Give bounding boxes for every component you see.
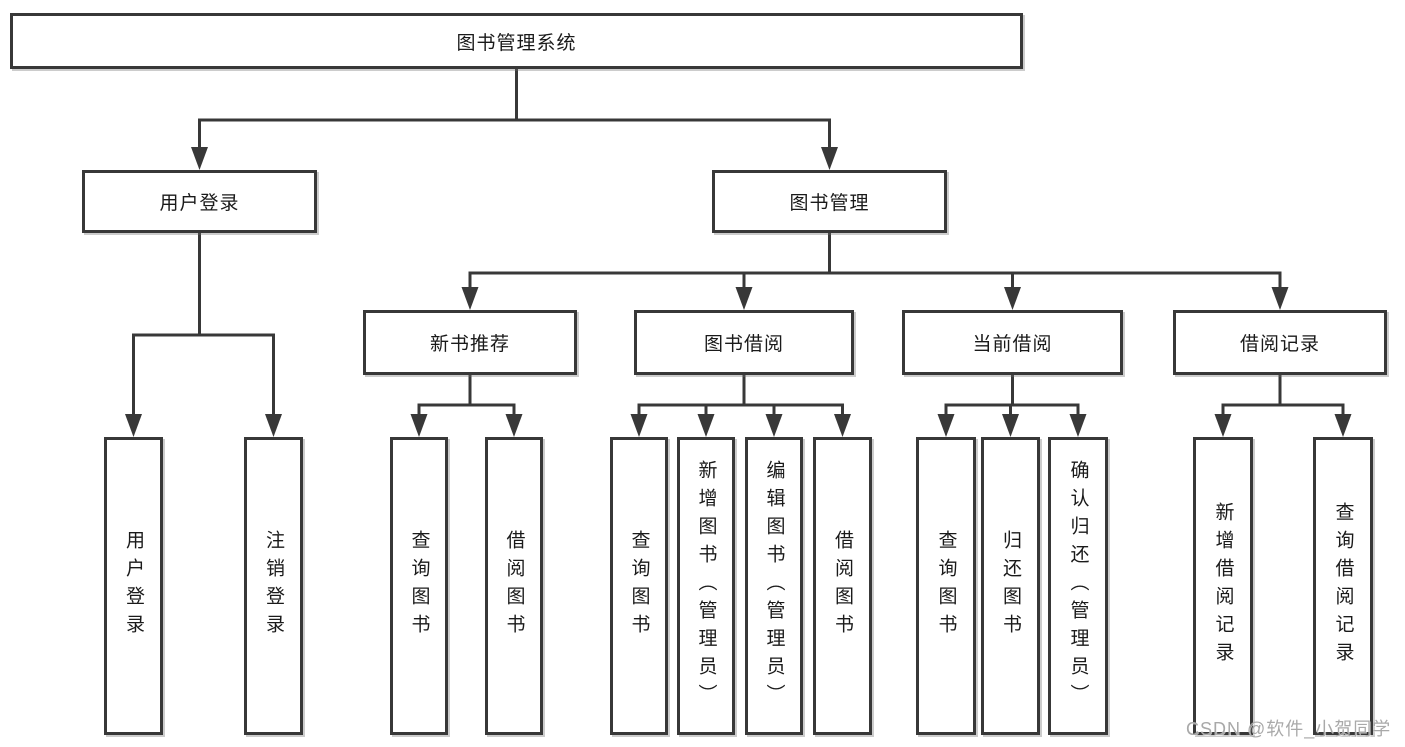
- leaf-add-borrowing-record-label: 新增借阅记录: [1212, 502, 1234, 670]
- leaf-confirm-return-admin-label: 确认归还（管理员）: [1067, 460, 1089, 712]
- leaf-borrow-books: 借阅图书: [813, 437, 872, 735]
- leaf-edit-books-admin-label: 编辑图书（管理员）: [763, 460, 785, 712]
- leaf-edit-books-admin: 编辑图书（管理员）: [745, 437, 803, 735]
- leaf-query-books-borrowing: 查询图书: [610, 437, 668, 735]
- node-borrowing-records: 借阅记录: [1173, 310, 1387, 375]
- leaf-logout-label: 注销登录: [263, 530, 284, 642]
- node-root-label: 图书管理系统: [456, 32, 577, 54]
- node-user-login-label: 用户登录: [159, 193, 240, 214]
- node-user-login: 用户登录: [82, 170, 317, 233]
- leaf-query-borrowing-record: 查询借阅记录: [1313, 437, 1373, 735]
- node-root: 图书管理系统: [10, 13, 1023, 69]
- leaf-query-books-recommendation-label: 查询图书: [408, 530, 430, 642]
- leaf-user-login-label: 用户登录: [123, 530, 144, 642]
- leaf-query-books-borrowing-label: 查询图书: [628, 530, 650, 642]
- leaf-add-books-admin-label: 新增图书（管理员）: [695, 460, 717, 712]
- node-current-borrowing: 当前借阅: [902, 310, 1123, 375]
- leaf-borrow-books-recommendation: 借阅图书: [485, 437, 543, 735]
- leaf-query-books-current: 查询图书: [916, 437, 976, 735]
- leaf-borrow-books-label: 借阅图书: [832, 530, 853, 642]
- leaf-query-books-recommendation: 查询图书: [390, 437, 448, 735]
- node-current-borrowing-label: 当前借阅: [972, 334, 1053, 355]
- leaf-user-login: 用户登录: [104, 437, 163, 735]
- node-book-borrowing-label: 图书借阅: [703, 334, 784, 355]
- node-book-borrowing: 图书借阅: [634, 310, 854, 375]
- watermark: CSDN @软件_小贺同学: [1186, 719, 1392, 739]
- node-borrowing-records-label: 借阅记录: [1239, 334, 1320, 355]
- leaf-query-books-current-label: 查询图书: [935, 530, 957, 642]
- leaf-add-borrowing-record: 新增借阅记录: [1193, 437, 1253, 735]
- leaf-return-books: 归还图书: [981, 437, 1040, 735]
- leaf-return-books-label: 归还图书: [1000, 530, 1021, 642]
- leaf-query-borrowing-record-label: 查询借阅记录: [1332, 502, 1354, 670]
- leaf-add-books-admin: 新增图书（管理员）: [677, 437, 735, 735]
- leaf-borrow-books-recommendation-label: 借阅图书: [503, 530, 525, 642]
- node-new-book-recommendation: 新书推荐: [363, 310, 577, 375]
- node-new-book-recommendation-label: 新书推荐: [429, 334, 510, 355]
- node-book-management-label: 图书管理: [789, 193, 870, 214]
- leaf-confirm-return-admin: 确认归还（管理员）: [1048, 437, 1108, 735]
- leaf-logout: 注销登录: [244, 437, 303, 735]
- node-book-management: 图书管理: [712, 170, 947, 233]
